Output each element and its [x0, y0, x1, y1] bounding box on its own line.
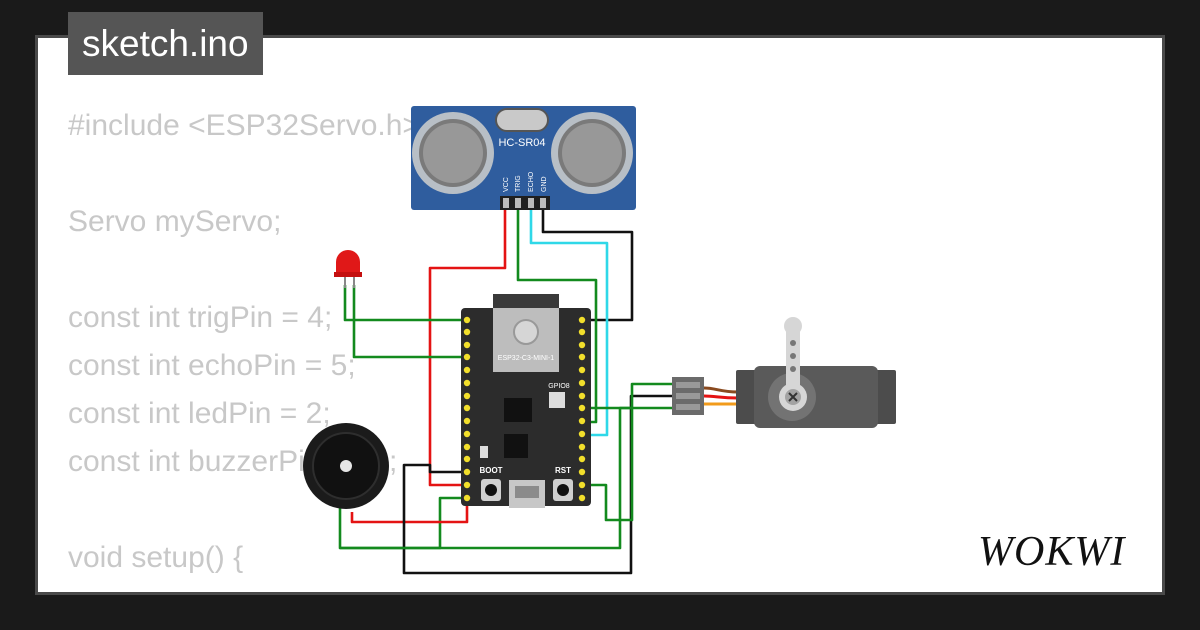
- code-line: const int trigPin = 4;: [68, 301, 333, 334]
- wire-echo[interactable]: [529, 210, 609, 437]
- reset-button[interactable]: [557, 484, 569, 496]
- wire-power[interactable]: [428, 210, 507, 487]
- pin-label-echo: ECHO: [528, 171, 535, 192]
- wire-servo-power[interactable]: [340, 406, 672, 550]
- right-pin-header: [578, 316, 586, 502]
- wokwi-logo-mark: WOKWI: [978, 529, 1126, 575]
- code-background: #include <ESP32Servo.h> Servo myServo; c…: [68, 104, 568, 592]
- wire-led-signal[interactable]: [343, 285, 467, 322]
- code-line: const int echoPin = 5;: [68, 349, 356, 382]
- code-line: #include <ESP32Servo.h>: [68, 109, 420, 142]
- code-line: void setup() {: [68, 541, 244, 574]
- led[interactable]: [334, 250, 362, 288]
- code-line: const int ledPin = 2;: [68, 397, 331, 430]
- left-pin-header: [463, 316, 471, 502]
- buzzer[interactable]: [303, 423, 389, 509]
- pin-label-vcc: VCC: [503, 177, 510, 192]
- sensor-name: HC-SR04: [498, 137, 545, 149]
- wire-led-ground[interactable]: [352, 285, 467, 359]
- brand-name: WOKWI: [978, 529, 1126, 574]
- esp32-board[interactable]: ESP32-C3-MINI-1 GPIO8 BOOT RST: [461, 294, 591, 508]
- wires: [338, 210, 672, 575]
- module-label: ESP32-C3-MINI-1: [498, 355, 555, 362]
- wokwi-logo: WOKWI: [978, 526, 1150, 579]
- code-line: Servo myServo;: [68, 205, 282, 238]
- servo[interactable]: [672, 317, 896, 428]
- wire-trig[interactable]: [516, 210, 598, 424]
- reset-label: RST: [555, 466, 571, 475]
- boot-button[interactable]: [485, 484, 497, 496]
- code-line: Serial.begin(115200);: [68, 584, 568, 592]
- file-tab[interactable]: sketch.ino: [68, 12, 263, 75]
- ultrasonic-sensor[interactable]: HC-SR04 VCC TRIG ECHO GND: [411, 106, 636, 210]
- pin-label-gnd: GND: [541, 176, 548, 192]
- pin-label-trig: TRIG: [515, 175, 522, 192]
- wire-ground[interactable]: [541, 210, 634, 322]
- gpio8-label: GPIO8: [548, 383, 570, 390]
- boot-label: BOOT: [479, 466, 502, 475]
